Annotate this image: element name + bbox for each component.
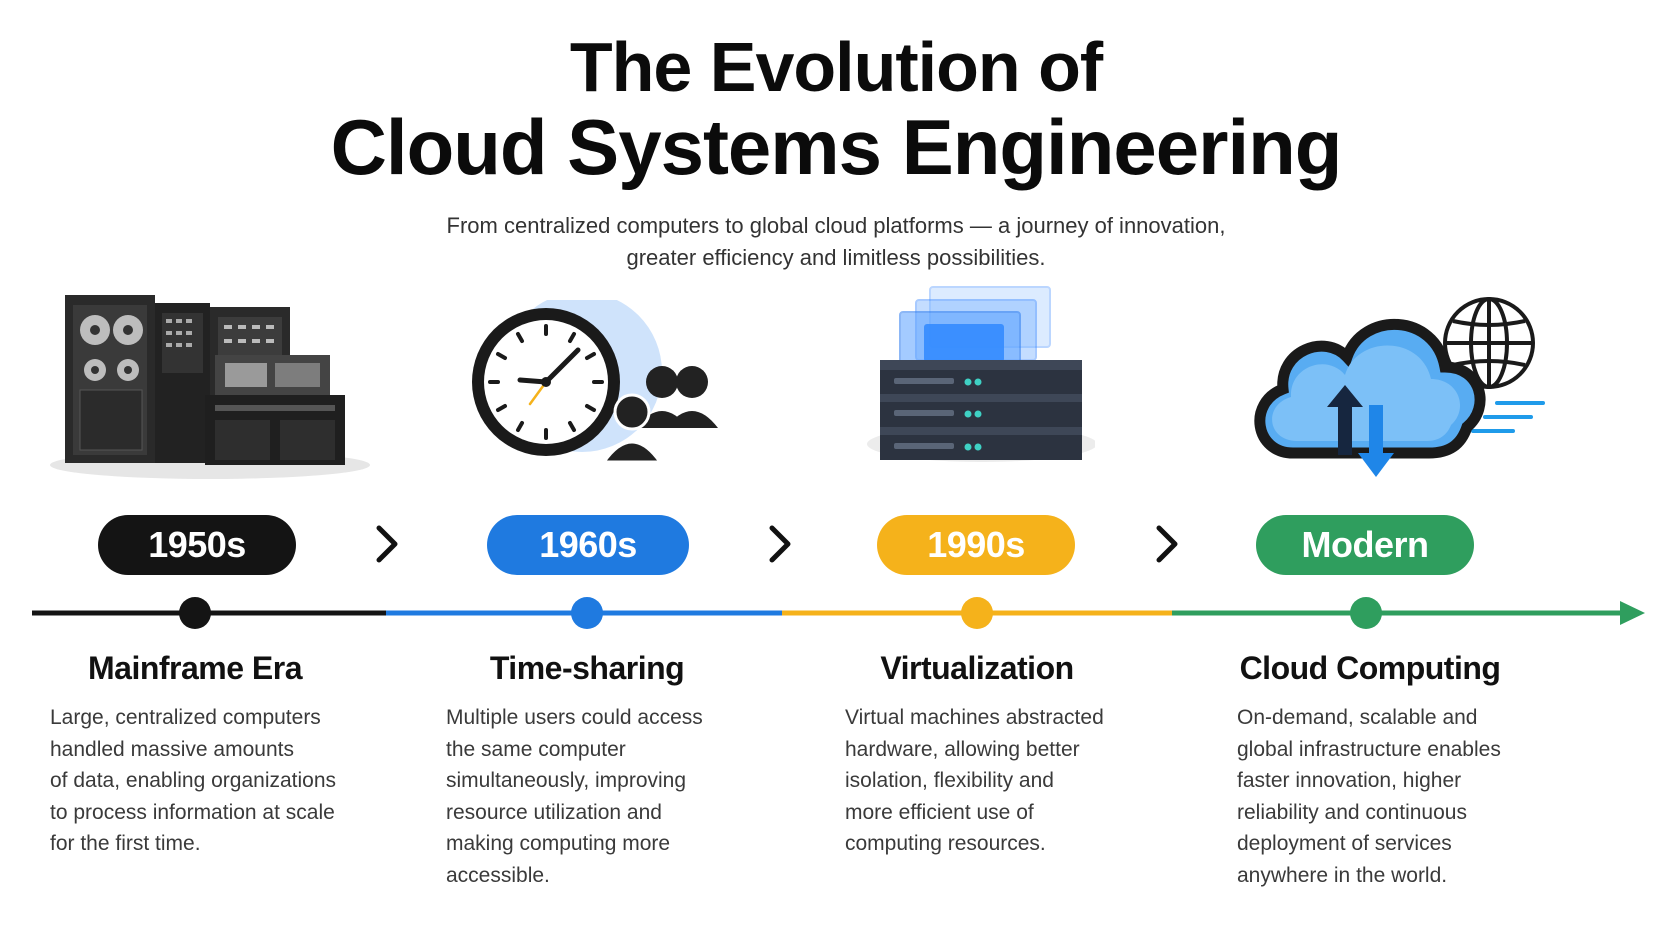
chevron-right-icon xyxy=(769,525,791,563)
stage-desc-mainframe: Large, centralized computers handled mas… xyxy=(50,702,336,860)
desc-line: making computing more xyxy=(446,832,671,855)
virtual-server-stack-icon xyxy=(867,286,1095,462)
subtitle-line-2: greater efficiency and limitless possibi… xyxy=(626,245,1046,270)
desc-line: global infrastructure enables xyxy=(1237,737,1501,761)
timeline-arrowhead xyxy=(1620,601,1645,625)
desc-line: reliability and continuous xyxy=(1237,800,1467,824)
desc-line: anywhere in the world. xyxy=(1237,863,1448,887)
desc-line: isolation, flexibility and xyxy=(845,769,1054,792)
stage-title-virtualization: Virtualization xyxy=(880,650,1074,686)
desc-line: hardware, allowing better xyxy=(845,737,1080,761)
desc-line: deployment of services xyxy=(1237,832,1452,855)
desc-line: to process information at scale xyxy=(50,800,335,824)
title-line-2: Cloud Systems Engineering xyxy=(330,103,1343,191)
desc-line: Virtual machines abstracted xyxy=(845,706,1104,729)
clock-with-users-icon xyxy=(472,300,718,464)
desc-line: for the first time. xyxy=(50,832,201,855)
era-pill-1990s: 1990s xyxy=(877,515,1075,575)
timeline-dot-1960s xyxy=(571,597,603,629)
era-pill-1950s: 1950s xyxy=(98,515,296,575)
title-line-1: The Evolution of xyxy=(569,28,1103,106)
stage-desc-timesharing: Multiple users could access the same com… xyxy=(446,702,703,891)
desc-line: resource utilization and xyxy=(446,800,662,824)
era-pill-modern: Modern xyxy=(1256,515,1474,575)
timeline-dot-1990s xyxy=(961,597,993,629)
cloud-globe-icon xyxy=(1254,297,1545,477)
stage-title-mainframe: Mainframe Era xyxy=(87,650,303,686)
desc-line: Multiple users could access xyxy=(446,706,703,729)
timeline-dot-modern xyxy=(1350,597,1382,629)
stage-desc-cloud: On-demand, scalable and global infrastru… xyxy=(1237,702,1501,891)
desc-line: On-demand, scalable and xyxy=(1237,706,1478,729)
desc-line: the same computer xyxy=(446,737,626,761)
desc-line: faster innovation, higher xyxy=(1237,769,1462,792)
stage-title-timesharing: Time-sharing xyxy=(489,650,685,686)
stage-title-cloud: Cloud Computing xyxy=(1239,650,1501,686)
desc-line: accessible. xyxy=(446,863,550,887)
desc-line: computing resources. xyxy=(845,832,1046,855)
page-title: The Evolution of Cloud Systems Engineeri… xyxy=(0,30,1672,188)
era-pill-1960s: 1960s xyxy=(487,515,689,575)
subtitle-line-1: From centralized computers to global clo… xyxy=(446,213,1226,238)
subtitle: From centralized computers to global clo… xyxy=(0,210,1672,274)
desc-line: handled massive amounts xyxy=(50,737,294,761)
desc-line: simultaneously, improving xyxy=(446,769,687,792)
desc-line: more efficient use of xyxy=(845,800,1034,824)
timeline-dot-1950s xyxy=(179,597,211,629)
desc-line: of data, enabling organizations xyxy=(50,769,337,792)
mainframe-computer-icon xyxy=(50,295,370,479)
chevron-right-icon xyxy=(1156,525,1178,563)
desc-line: Large, centralized computers xyxy=(50,706,321,729)
chevron-right-icon xyxy=(376,525,398,563)
stage-desc-virtualization: Virtual machines abstracted hardware, al… xyxy=(845,702,1104,860)
